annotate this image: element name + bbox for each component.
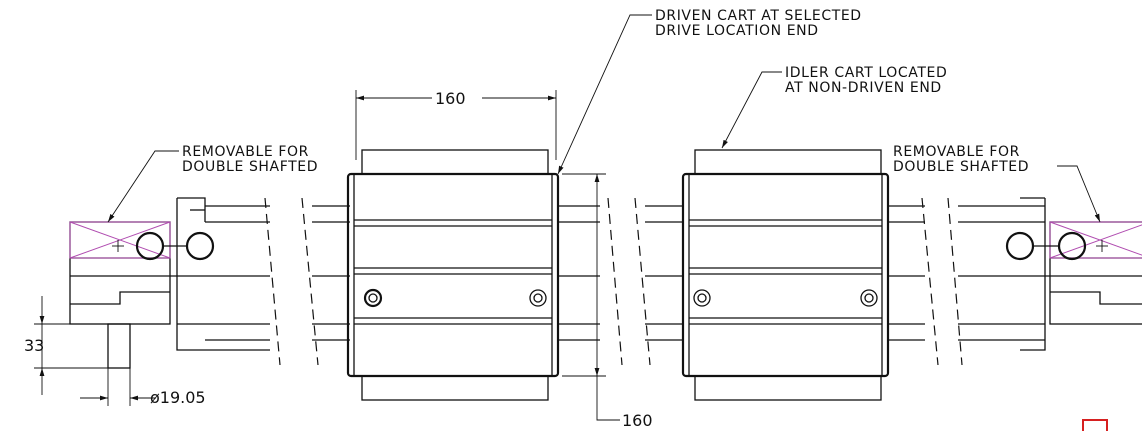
callout-removable-left: REMOVABLE FOR DOUBLE SHAFTED bbox=[107, 144, 318, 223]
driven-cart-line1: DRIVEN CART AT SELECTED bbox=[655, 8, 862, 24]
left-rail-segment bbox=[170, 197, 350, 366]
callout-driven-cart: DRIVEN CART AT SELECTED DRIVE LOCATION E… bbox=[557, 8, 862, 175]
middle-rail-segment bbox=[558, 197, 683, 366]
left-end-assembly bbox=[69, 197, 215, 369]
dimension-shaft-diameter: ø19.05 bbox=[80, 368, 206, 407]
callout-removable-right: REMOVABLE FOR DOUBLE SHAFTED bbox=[893, 144, 1101, 223]
red-marker-square bbox=[1082, 419, 1108, 431]
dimension-cart-height: 160 bbox=[562, 173, 653, 430]
right-end-assembly bbox=[1005, 197, 1142, 351]
removable-right-line1: REMOVABLE FOR bbox=[893, 144, 1020, 160]
driven-cart-line2: DRIVE LOCATION END bbox=[655, 23, 819, 39]
driven-cart bbox=[346, 149, 560, 401]
removable-left-line2: DOUBLE SHAFTED bbox=[182, 159, 318, 175]
idler-cart-line1: IDLER CART LOCATED bbox=[785, 65, 947, 81]
idler-cart bbox=[681, 149, 890, 401]
shaft-diameter-label: ø19.05 bbox=[150, 388, 206, 407]
right-rail-segment bbox=[888, 197, 1142, 366]
left-hatch-box bbox=[69, 221, 171, 259]
cart-height-label: 160 bbox=[622, 411, 653, 430]
idler-cart-line2: AT NON-DRIVEN END bbox=[785, 80, 942, 96]
shaft-length-label: 33 bbox=[24, 336, 44, 355]
removable-right-line2: DOUBLE SHAFTED bbox=[893, 159, 1029, 175]
dimension-cart-width: 160 bbox=[355, 89, 557, 160]
right-hatch-box bbox=[1049, 221, 1142, 259]
removable-left-line1: REMOVABLE FOR bbox=[182, 144, 309, 160]
dimension-shaft-length: 33 bbox=[24, 296, 108, 395]
cart-width-label: 160 bbox=[435, 89, 466, 108]
callout-idler-cart: IDLER CART LOCATED AT NON-DRIVEN END bbox=[721, 65, 947, 149]
